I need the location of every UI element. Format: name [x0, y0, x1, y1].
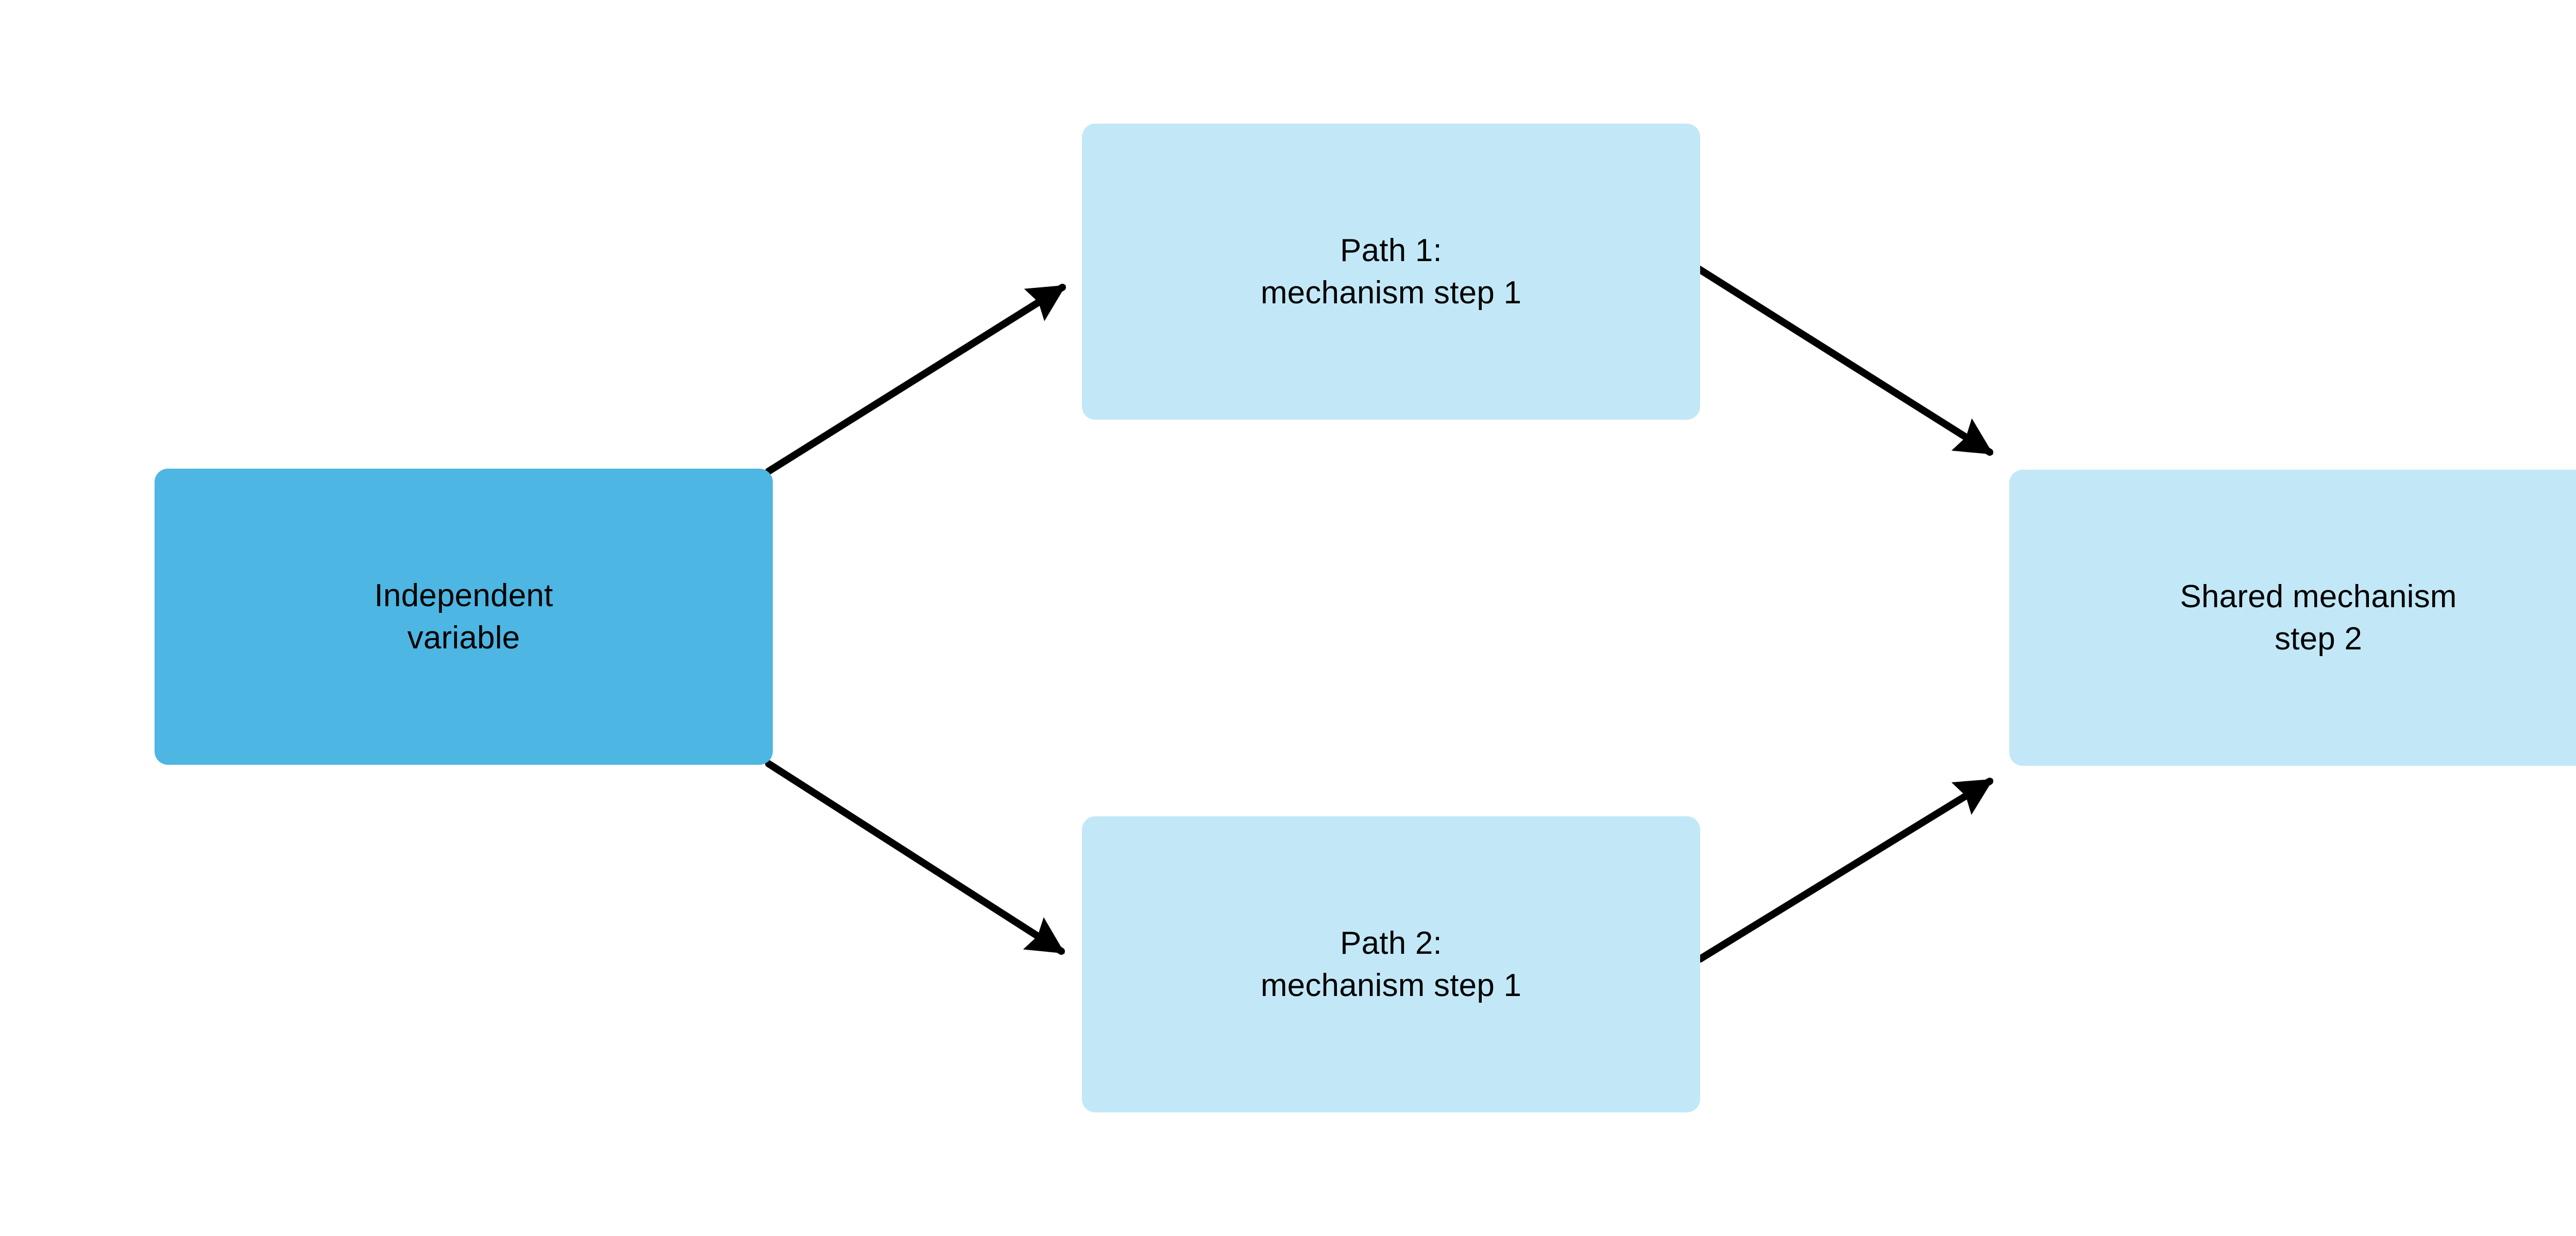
- node-path-2-mechanism-step-1[interactable]: Path 2: mechanism step 1: [1082, 816, 1700, 1112]
- node-label-path-1-mechanism-step-1: Path 1: mechanism step 1: [1260, 232, 1522, 311]
- edge-path1-to-shared: [1695, 265, 1994, 456]
- node-label-shared-mechanism-step-2: Shared mechanism step 2: [2180, 578, 2457, 657]
- edge-independent-to-path2: [765, 760, 1065, 955]
- node-label-path-2-mechanism-step-1: Path 2: mechanism step 1: [1260, 925, 1522, 1003]
- node-shared-mechanism-step-2[interactable]: Shared mechanism step 2: [2009, 470, 2576, 766]
- edge-path2-to-shared: [1697, 778, 1994, 963]
- edge-independent-to-path1: [765, 284, 1066, 475]
- node-path-1-mechanism-step-1[interactable]: Path 1: mechanism step 1: [1082, 124, 1700, 420]
- node-independent-variable[interactable]: Independent variable: [155, 469, 773, 765]
- node-label-independent-variable: Independent variable: [374, 577, 553, 656]
